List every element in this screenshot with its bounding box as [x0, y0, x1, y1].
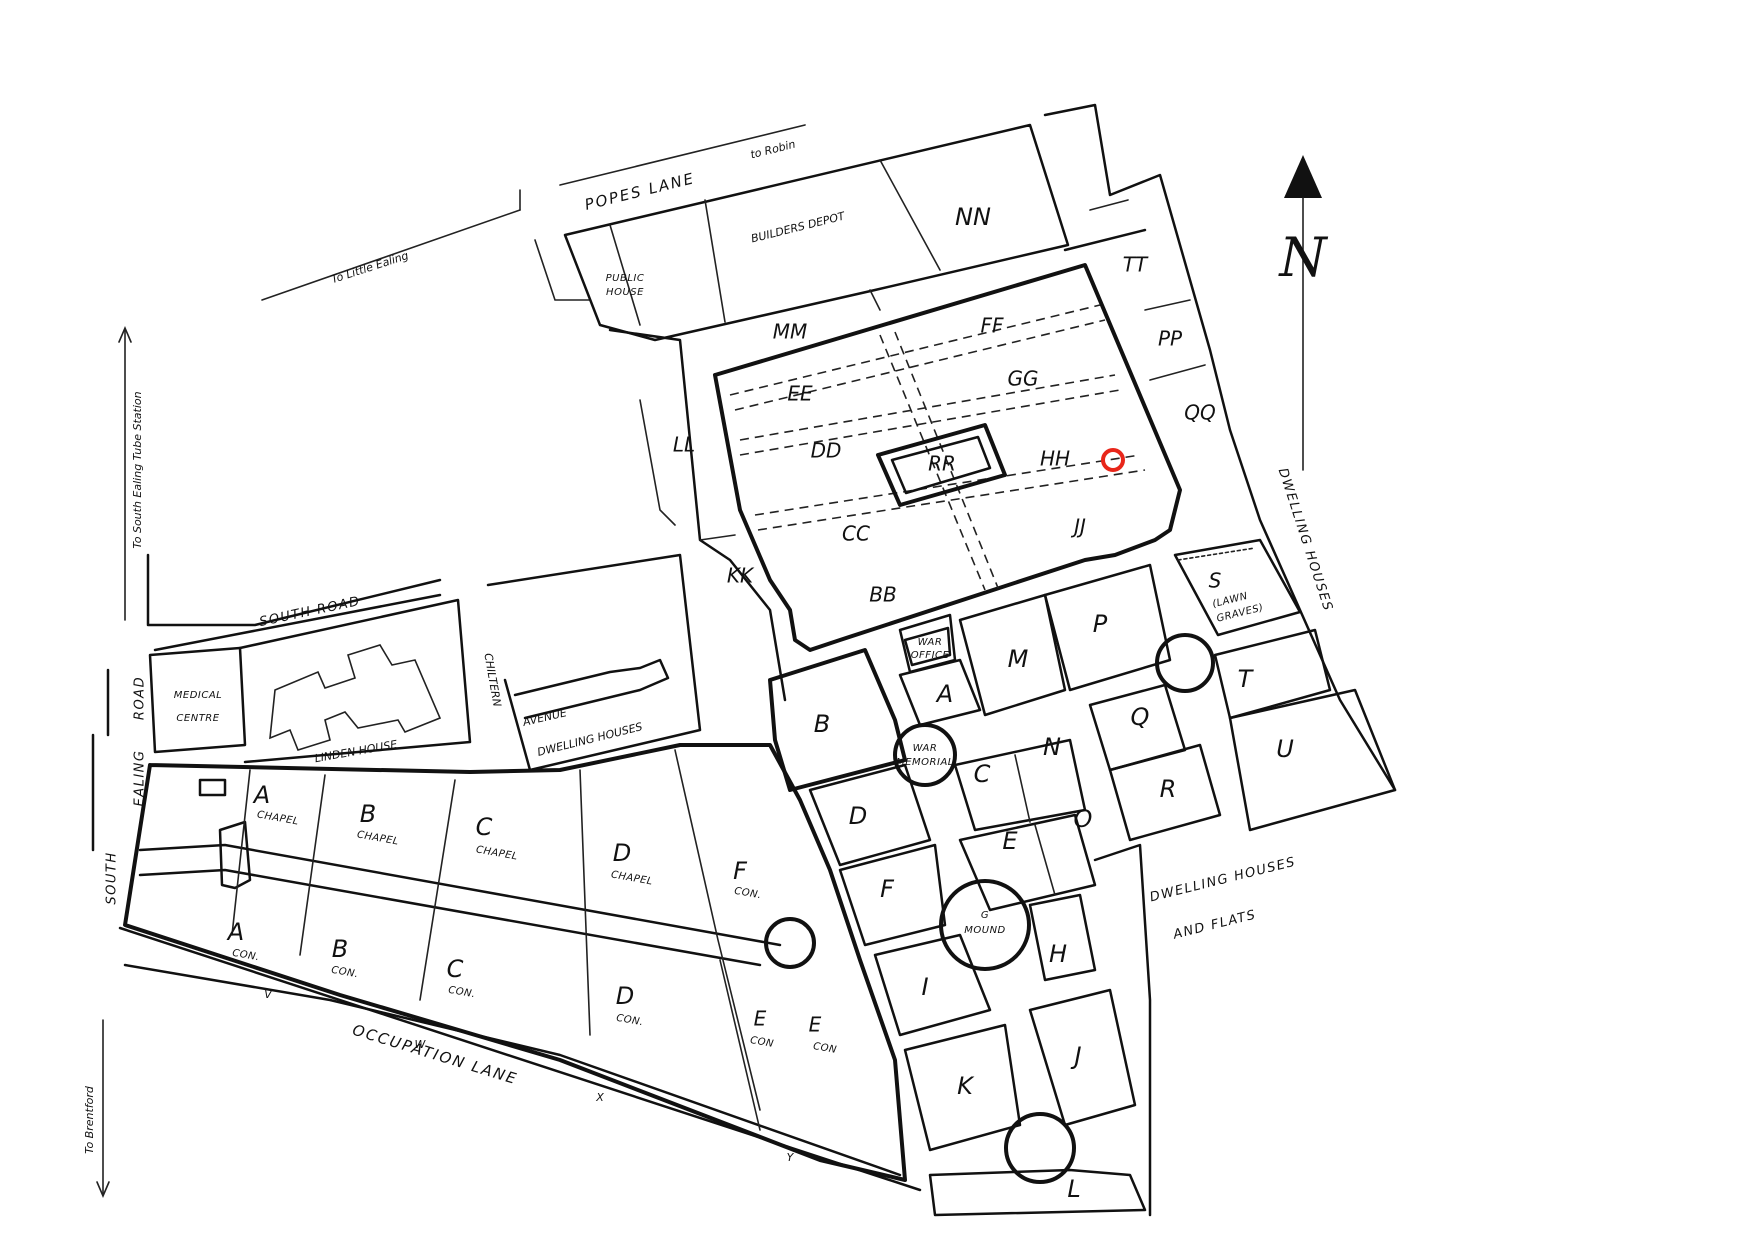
c-con-letter: C	[447, 955, 464, 983]
to-robin-label: to Robin	[749, 138, 797, 162]
section-cc: CC	[842, 522, 870, 546]
war-office-line-2: OFFICE	[911, 650, 950, 661]
section-m: M	[1008, 645, 1029, 673]
lane-marker-w: W	[415, 1038, 427, 1051]
section-kk: KK	[727, 564, 755, 588]
section-d: D	[849, 802, 867, 830]
section-jj: JJ	[1070, 515, 1086, 539]
f-con-letter: F	[733, 857, 748, 885]
section-p: P	[1093, 610, 1108, 638]
section-n: N	[1043, 733, 1061, 761]
section-rr: RR	[928, 452, 956, 476]
north-arrow-head	[1284, 155, 1322, 198]
section-l: L	[1067, 1175, 1080, 1203]
lane-marker-x: X	[595, 1091, 604, 1104]
a-con-letter: A	[226, 918, 244, 946]
section-a: A	[935, 680, 953, 708]
section-tt: TT	[1123, 253, 1149, 277]
section-ee: EE	[787, 382, 813, 406]
section-c: C	[974, 760, 991, 788]
section-ff: FF	[980, 314, 1004, 338]
section-mm: MM	[773, 320, 808, 344]
south-ealing-road-word-1: SOUTH	[105, 851, 120, 904]
d-chapel-word: CHAPEL	[610, 869, 654, 887]
g-mound-letter: G	[981, 910, 989, 921]
section-r: R	[1160, 775, 1177, 803]
section-s-letter: S	[1209, 569, 1222, 593]
section-o: O	[1074, 805, 1093, 833]
section-u: U	[1276, 735, 1294, 763]
section-bb: BB	[869, 583, 896, 607]
public-house-line-2: HOUSE	[606, 287, 644, 298]
to-station-label: To South Ealing Tube Station	[131, 391, 144, 548]
section-pp: PP	[1158, 327, 1183, 351]
a-con-word: CON.	[231, 948, 260, 964]
lane-marker-y: Y	[787, 1151, 795, 1164]
to-little-ealing-label: To Little Ealing	[330, 249, 411, 286]
location-marker[interactable]	[1101, 448, 1125, 472]
southwest-cemetery: A CHAPEL B CHAPEL C CHAPEL D CHAPEL F CO…	[123, 743, 907, 1182]
to-station-arrow: To South Ealing Tube Station	[118, 325, 144, 621]
chiltern-avenue-word-2: AVENUE	[521, 706, 568, 729]
section-j: J	[1070, 1042, 1081, 1070]
c-con-word: CON.	[447, 985, 476, 1001]
southeast-cemetery: B WAR OFFICE A M P WAR MEMORIAL C N Q T …	[768, 538, 1397, 1217]
f-con-word: CON.	[733, 886, 762, 902]
section-t: T	[1238, 665, 1255, 693]
e-con-2-letter: E	[809, 1013, 822, 1037]
a-chapel-letter: A	[252, 781, 270, 809]
a-chapel-word: CHAPEL	[256, 809, 300, 827]
medical-centre-line-2: CENTRE	[176, 713, 219, 724]
to-brentford-arrow: To Brentford	[83, 1019, 110, 1199]
section-q: Q	[1131, 703, 1150, 731]
d-con-letter: D	[616, 982, 634, 1010]
b-con-letter: B	[332, 935, 348, 963]
war-memorial-line-1: WAR	[913, 743, 938, 754]
section-gg: GG	[1008, 367, 1039, 391]
section-i: I	[921, 973, 928, 1001]
north-arrow: N	[1277, 155, 1328, 471]
dwelling-houses-flats-line-1: DWELLING HOUSES	[1148, 855, 1297, 906]
b-chapel-letter: B	[360, 800, 376, 828]
d-chapel-letter: D	[613, 839, 631, 867]
section-h: H	[1049, 940, 1067, 968]
builders-depot-label: BUILDERS DEPOT	[750, 209, 847, 245]
c-chapel-letter: C	[476, 813, 493, 841]
medical-centre-line-1: MEDICAL	[174, 690, 223, 701]
section-dd: DD	[811, 439, 842, 463]
section-k: K	[957, 1072, 975, 1100]
b-con-word: CON.	[330, 965, 359, 981]
section-b: B	[814, 710, 830, 738]
popes-lane-road: POPES LANE to Robin To Little Ealing	[261, 124, 806, 301]
e-con-1-word: CON	[749, 1035, 774, 1050]
e-con-1-letter: E	[754, 1007, 767, 1031]
dwelling-houses-west: DWELLING HOUSES	[536, 720, 644, 759]
west-site: MEDICAL CENTRE LINDEN HOUSE CHILTERN AVE…	[148, 553, 702, 772]
b-chapel-word: CHAPEL	[356, 829, 400, 847]
d-con-word: CON.	[615, 1013, 644, 1029]
north-label: N	[1277, 226, 1328, 289]
chiltern-avenue-word-1: CHILTERN	[481, 652, 503, 708]
section-qq: QQ	[1184, 401, 1215, 425]
section-f: F	[880, 875, 895, 903]
g-mound-word: MOUND	[964, 925, 1006, 936]
dwelling-houses-flats-line-2: AND FLATS	[1171, 907, 1258, 942]
public-house-line-1: PUBLIC	[606, 273, 645, 284]
northern-block: BUILDERS DEPOT PUBLIC HOUSE NN MM TT PP …	[563, 103, 1397, 792]
c-chapel-word: CHAPEL	[475, 844, 519, 862]
section-nn: NN	[955, 203, 991, 231]
section-ll: LL	[673, 433, 695, 457]
war-office-line-1: WAR	[918, 637, 943, 648]
dwelling-houses-east: DWELLING HOUSES	[1275, 466, 1336, 613]
e-con-2-word: CON	[812, 1041, 837, 1056]
south-ealing-road-word-3: ROAD	[133, 676, 148, 720]
to-brentford-label: To Brentford	[83, 1085, 96, 1154]
south-ealing-road: ROAD EALING SOUTH	[91, 668, 148, 905]
war-memorial-line-2: MEMORIAL	[896, 757, 954, 768]
lane-marker-v: V	[264, 988, 273, 1001]
section-hh: HH	[1040, 447, 1070, 471]
section-e: E	[1002, 827, 1018, 855]
